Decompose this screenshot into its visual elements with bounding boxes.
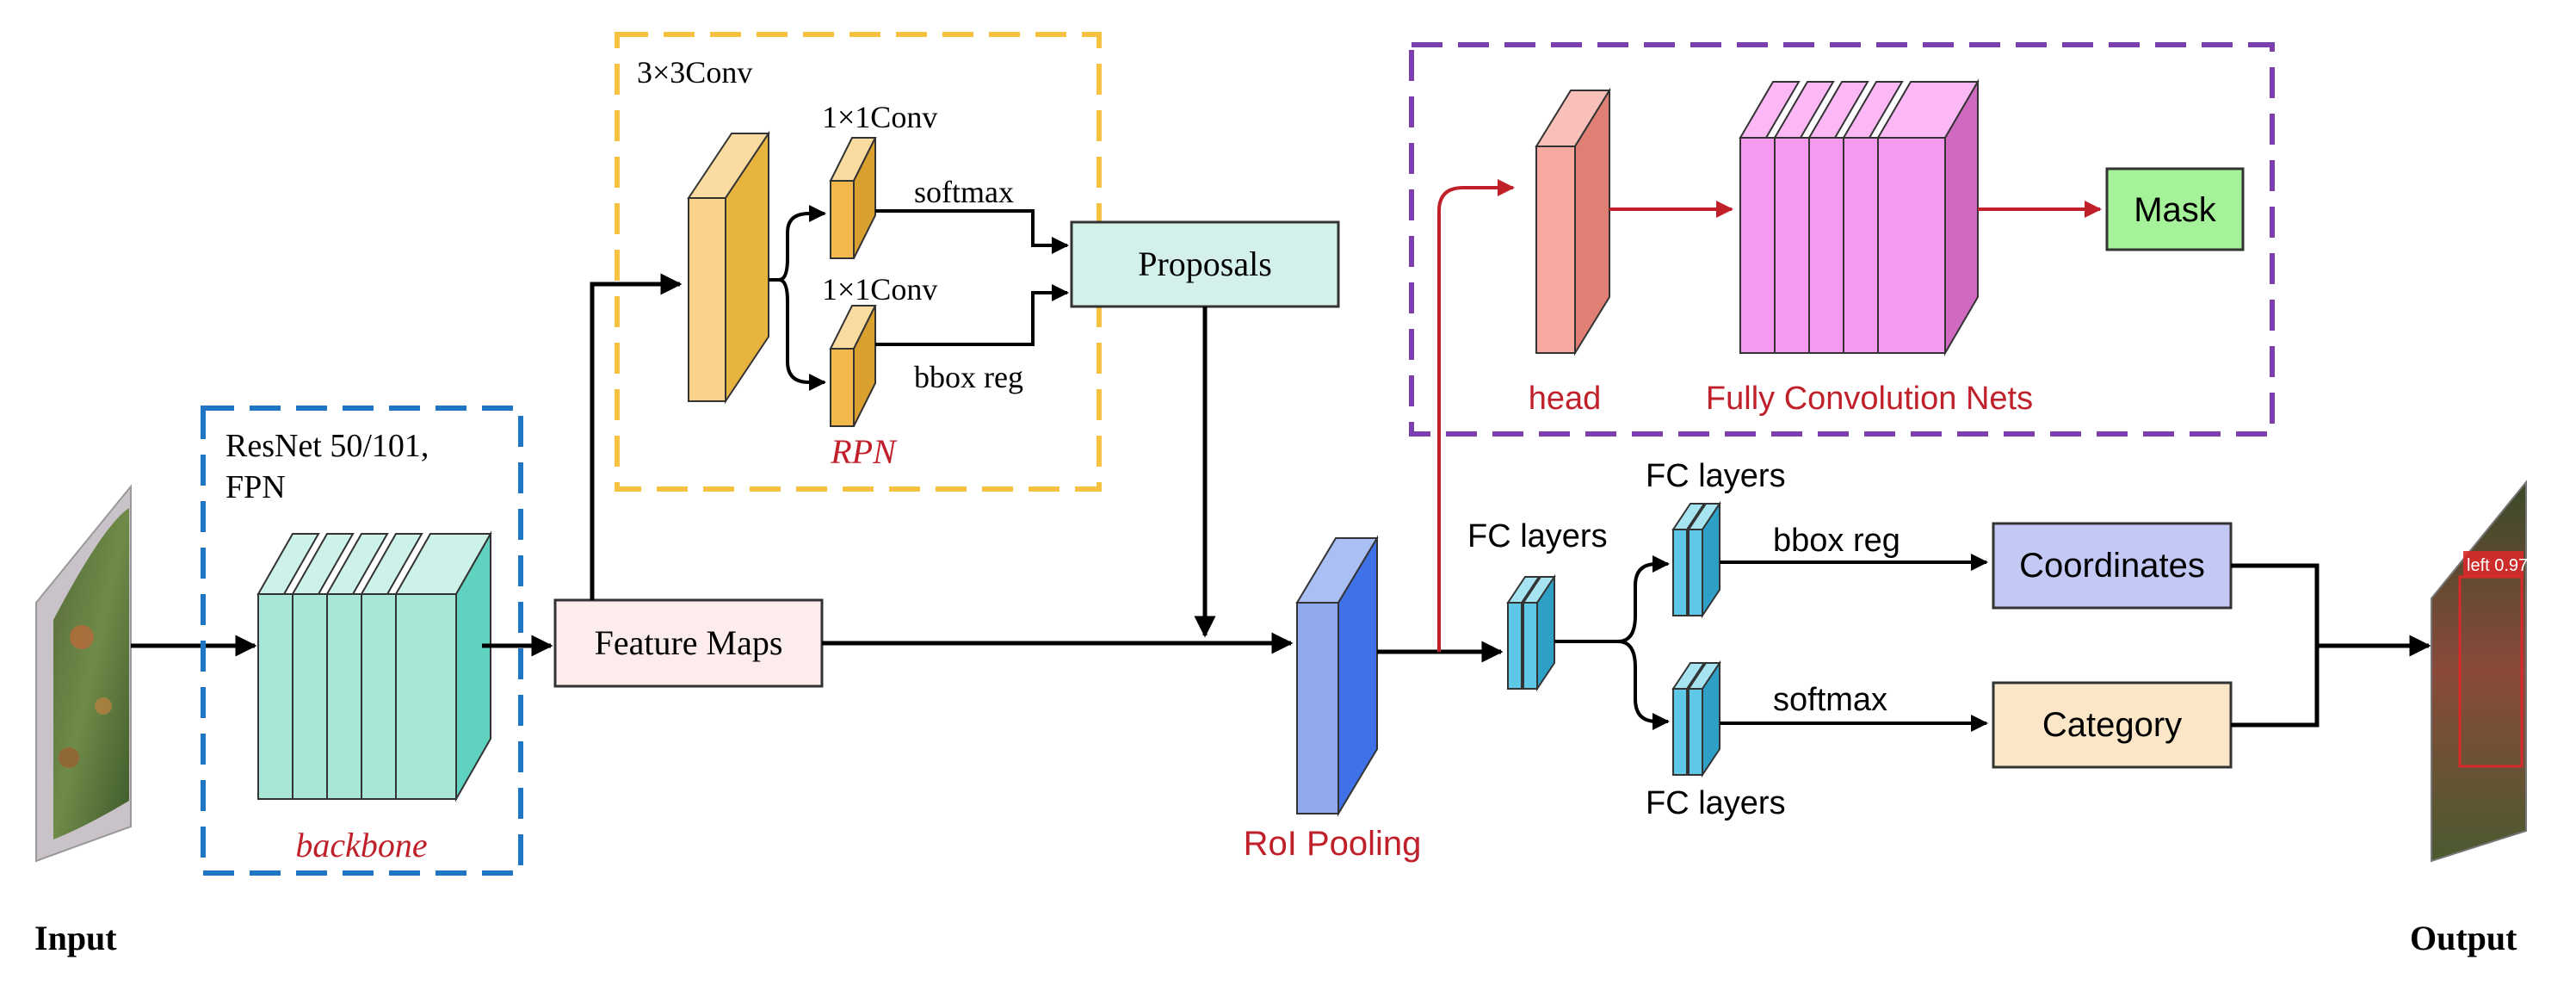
fc-split-bottom-arrow — [1617, 640, 1670, 730]
backbone-name: backbone — [295, 826, 427, 864]
rpn-branch-bottom-arrow — [778, 278, 826, 391]
output-detection-label: left 0.97 — [2467, 556, 2528, 575]
fc-softmax-label: softmax — [1773, 682, 1887, 718]
backbone-dashed-box — [201, 406, 523, 876]
fcn-block-stack — [1739, 78, 1980, 356]
fcn-label: Fully Convolution Nets — [1706, 381, 2033, 417]
rpn-softmax-label: softmax — [914, 175, 1014, 209]
fc-first-label: FC layers — [1467, 518, 1608, 554]
mask-box — [2105, 167, 2245, 251]
coordinates-merge-line — [2231, 563, 2320, 728]
roi-pooling-block — [1295, 535, 1379, 817]
roi-to-head-arrow — [1437, 179, 1515, 652]
input-image — [35, 484, 132, 863]
rpn-conv3-label: 3×3Conv — [637, 55, 752, 90]
rpn-branch-top-arrow — [769, 205, 826, 282]
fc-bottom-label: FC layers — [1646, 785, 1786, 821]
fc-top-block — [1671, 500, 1721, 619]
rpn-conv1-top-label: 1×1Conv — [822, 100, 937, 134]
output-label: Output — [2410, 919, 2517, 957]
rpn-softmax-arrow — [875, 209, 1069, 254]
rpn-bbox-arrow — [875, 284, 1069, 346]
fc-top-label: FC layers — [1646, 458, 1786, 494]
feature-maps-label: Feature Maps — [595, 623, 783, 662]
backbone-model-label-line2: FPN — [225, 469, 286, 505]
rpn-conv3-block — [687, 130, 770, 405]
backbone-block-stack — [256, 530, 492, 802]
coordinates-label: Coordinates — [2019, 547, 2205, 585]
backbone-model-label-line1: ResNet 50/101, — [225, 428, 429, 464]
head-block — [1535, 87, 1611, 356]
fc-bbox-label: bbox reg — [1773, 523, 1900, 559]
input-label: Input — [34, 919, 117, 957]
feature-to-rpn-arrow — [590, 273, 683, 600]
output-image: left 0.97 — [2431, 480, 2528, 863]
rpn-conv1-top-block — [829, 137, 877, 259]
fc-split-top-arrow — [1554, 555, 1670, 643]
rpn-bbox-label: bbox reg — [914, 360, 1023, 394]
mask-branch-dashed-box — [1409, 42, 2275, 437]
proposals-label: Proposals — [1138, 245, 1272, 283]
rpn-conv1-bottom-label: 1×1Conv — [822, 272, 937, 307]
roi-pooling-label: RoI Pooling — [1244, 825, 1422, 863]
fc-bottom-block — [1671, 660, 1721, 778]
proposals-box — [1070, 220, 1340, 308]
rpn-conv1-bottom-block — [829, 305, 877, 427]
mask-label: Mask — [2134, 191, 2217, 229]
rpn-name: RPN — [830, 432, 898, 471]
category-label: Category — [2042, 706, 2182, 744]
fc-first-block — [1506, 573, 1556, 692]
head-label: head — [1529, 381, 1602, 417]
category-box — [1992, 681, 2233, 769]
